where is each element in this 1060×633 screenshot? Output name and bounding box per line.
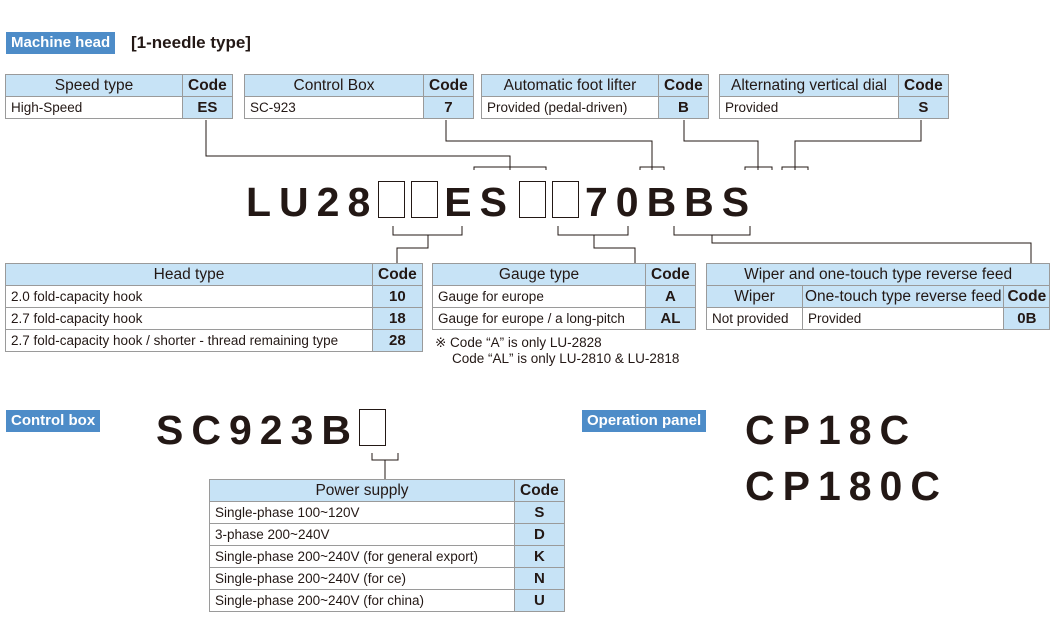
vertical-dial-code: S xyxy=(898,96,949,119)
foot-lifter-header: Automatic foot lifter xyxy=(481,74,659,97)
power-supply-label: 3-phase 200~240V xyxy=(209,523,515,546)
power-supply-code: K xyxy=(514,545,565,568)
control-box-code: 7 xyxy=(423,96,474,119)
control-box-table: Control Box Code SC-923 7 xyxy=(244,74,474,119)
table-row: Single-phase 200~240V (for ce) N xyxy=(209,567,565,590)
head-type-label: 2.0 fold-capacity hook xyxy=(5,285,373,308)
power-supply-code: S xyxy=(514,501,565,524)
model-suffix: 70BBS xyxy=(584,179,758,225)
head-type-code: 28 xyxy=(372,329,423,352)
head-type-code: 10 xyxy=(372,285,423,308)
wiper-header: Wiper and one-touch type reverse feed xyxy=(705,263,1051,286)
foot-lifter-code: B xyxy=(658,96,709,119)
head-type-code-header: Code xyxy=(372,263,423,286)
head-type-box-1 xyxy=(378,181,406,218)
gauge-box-2 xyxy=(551,181,579,218)
table-row: 2.7 fold-capacity hook 18 xyxy=(5,307,423,330)
gauge-note-2: Code “AL” is only LU-2810 & LU-2818 xyxy=(452,351,680,366)
gauge-type-label: Gauge for europe / a long-pitch xyxy=(432,307,646,330)
head-type-label: 2.7 fold-capacity hook / shorter - threa… xyxy=(5,329,373,352)
wiper-code-header: Code xyxy=(1003,285,1051,308)
wiper-subheader: Wiper xyxy=(706,285,803,308)
control-box-model-text: SC923B xyxy=(156,407,359,453)
power-supply-code: N xyxy=(514,567,565,590)
power-supply-label: Single-phase 100~120V xyxy=(209,501,515,524)
table-row: Single-phase 200~240V (for china) U xyxy=(209,589,565,612)
table-row: Gauge for europe A xyxy=(432,285,696,308)
vertical-dial-code-header: Code xyxy=(898,74,949,97)
model-middle: ES xyxy=(444,179,515,225)
wiper-value: Not provided xyxy=(706,307,803,330)
gauge-type-header: Gauge type xyxy=(432,263,646,286)
operation-panel-model-2: CP180C xyxy=(745,463,948,509)
gauge-type-code-header: Code xyxy=(645,263,696,286)
wiper-code: 0B xyxy=(1003,307,1051,330)
model-prefix: LU28 xyxy=(246,179,379,225)
gauge-type-code: A xyxy=(645,285,696,308)
speed-type-table: Speed type Code High-Speed ES xyxy=(5,74,233,119)
gauge-note-1: ※ Code “A” is only LU-2828 xyxy=(435,335,602,350)
control-box-model: SC923B xyxy=(156,406,392,454)
reverse-feed-value: Provided xyxy=(801,307,1005,330)
foot-lifter-code-header: Code xyxy=(658,74,709,97)
speed-type-header: Speed type xyxy=(5,74,183,97)
table-row: Single-phase 200~240V (for general expor… xyxy=(209,545,565,568)
power-supply-label: Single-phase 200~240V (for china) xyxy=(209,589,515,612)
speed-code-header: Code xyxy=(182,74,233,97)
head-type-header: Head type xyxy=(5,263,373,286)
control-box-header: Control Box xyxy=(244,74,424,97)
table-row: 2.0 fold-capacity hook 10 xyxy=(5,285,423,308)
gauge-type-label: Gauge for europe xyxy=(432,285,646,308)
vertical-dial-table: Alternating vertical dial Code Provided … xyxy=(719,74,949,119)
power-supply-box xyxy=(358,409,386,446)
table-row: Single-phase 100~120V S xyxy=(209,501,565,524)
power-supply-table: Power supply Code Single-phase 100~120V … xyxy=(209,479,565,612)
table-row: Gauge for europe / a long-pitch AL xyxy=(432,307,696,330)
speed-type-code: ES xyxy=(182,96,233,119)
needle-type-subtitle: [1-needle type] xyxy=(131,33,251,52)
head-type-code: 18 xyxy=(372,307,423,330)
head-type-table: Head type Code 2.0 fold-capacity hook 10… xyxy=(5,263,423,352)
table-row: 3-phase 200~240V D xyxy=(209,523,565,546)
operation-panel-tag: Operation panel xyxy=(582,410,707,432)
machine-head-tag: Machine head xyxy=(6,32,116,54)
wiper-table: Wiper and one-touch type reverse feed Wi… xyxy=(705,263,1051,330)
vertical-dial-header: Alternating vertical dial xyxy=(719,74,899,97)
power-supply-code: D xyxy=(514,523,565,546)
head-type-label: 2.7 fold-capacity hook xyxy=(5,307,373,330)
table-row: 2.7 fold-capacity hook / shorter - threa… xyxy=(5,329,423,352)
power-supply-code-header: Code xyxy=(514,479,565,502)
gauge-box-1 xyxy=(518,181,546,218)
head-type-box-2 xyxy=(411,181,439,218)
foot-lifter-table: Automatic foot lifter Code Provided (ped… xyxy=(481,74,709,119)
speed-type-value: High-Speed xyxy=(5,96,183,119)
power-supply-header: Power supply xyxy=(209,479,515,502)
gauge-type-table: Gauge type Code Gauge for europe A Gauge… xyxy=(432,263,696,330)
power-supply-code: U xyxy=(514,589,565,612)
control-box-code-header: Code xyxy=(423,74,474,97)
machine-head-model: LU28 ES 70BBS xyxy=(246,178,757,226)
control-box-value: SC-923 xyxy=(244,96,424,119)
control-box-tag: Control box xyxy=(6,410,101,432)
foot-lifter-value: Provided (pedal-driven) xyxy=(481,96,659,119)
operation-panel-model-1: CP18C xyxy=(745,407,918,453)
table-row: Not provided Provided 0B xyxy=(706,307,1051,330)
vertical-dial-value: Provided xyxy=(719,96,899,119)
gauge-type-code: AL xyxy=(645,307,696,330)
power-supply-label: Single-phase 200~240V (for general expor… xyxy=(209,545,515,568)
reverse-feed-subheader: One-touch type reverse feed xyxy=(801,285,1005,308)
power-supply-label: Single-phase 200~240V (for ce) xyxy=(209,567,515,590)
